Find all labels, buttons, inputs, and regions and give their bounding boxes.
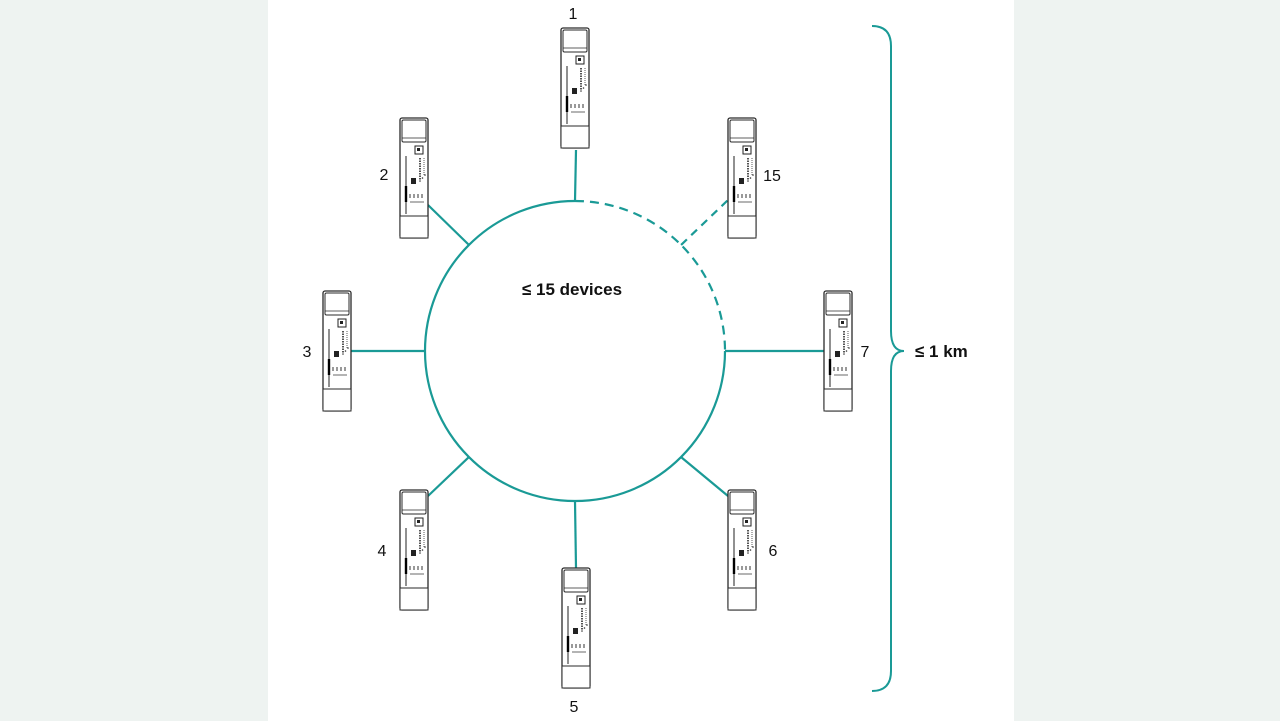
device-links	[351, 149, 825, 569]
link-device-15	[680, 199, 729, 246]
devices	[322, 27, 853, 689]
device-label-1: 1	[569, 6, 578, 23]
ring-solid-segment	[423, 199, 727, 503]
link-device-4	[427, 456, 470, 497]
device-module-15	[727, 117, 757, 239]
link-device-5	[573, 500, 578, 569]
range-brace	[871, 25, 905, 692]
device-label-6: 6	[769, 543, 778, 560]
center-label: ≤ 15 devices	[522, 280, 622, 299]
device-label-3: 3	[303, 344, 312, 361]
range-label: ≤ 1 km	[915, 342, 968, 361]
device-module-7	[823, 290, 853, 412]
device-module-4	[399, 489, 429, 611]
link-device-2	[427, 204, 470, 246]
device-module-1	[560, 27, 590, 149]
device-label-4: 4	[378, 543, 387, 560]
canvas-background	[268, 0, 1014, 721]
ring-group	[423, 199, 727, 503]
device-module-3	[322, 290, 352, 412]
device-module-5	[561, 567, 591, 689]
ring-dashed-segment	[574, 199, 727, 352]
device-label-2: 2	[380, 167, 389, 184]
device-module-2	[399, 117, 429, 239]
device-module-6	[727, 489, 757, 611]
device-label-15: 15	[763, 168, 781, 185]
device-label-7: 7	[861, 344, 870, 361]
link-device-1	[573, 149, 578, 202]
link-device-6	[680, 456, 729, 497]
device-label-5: 5	[570, 699, 579, 716]
